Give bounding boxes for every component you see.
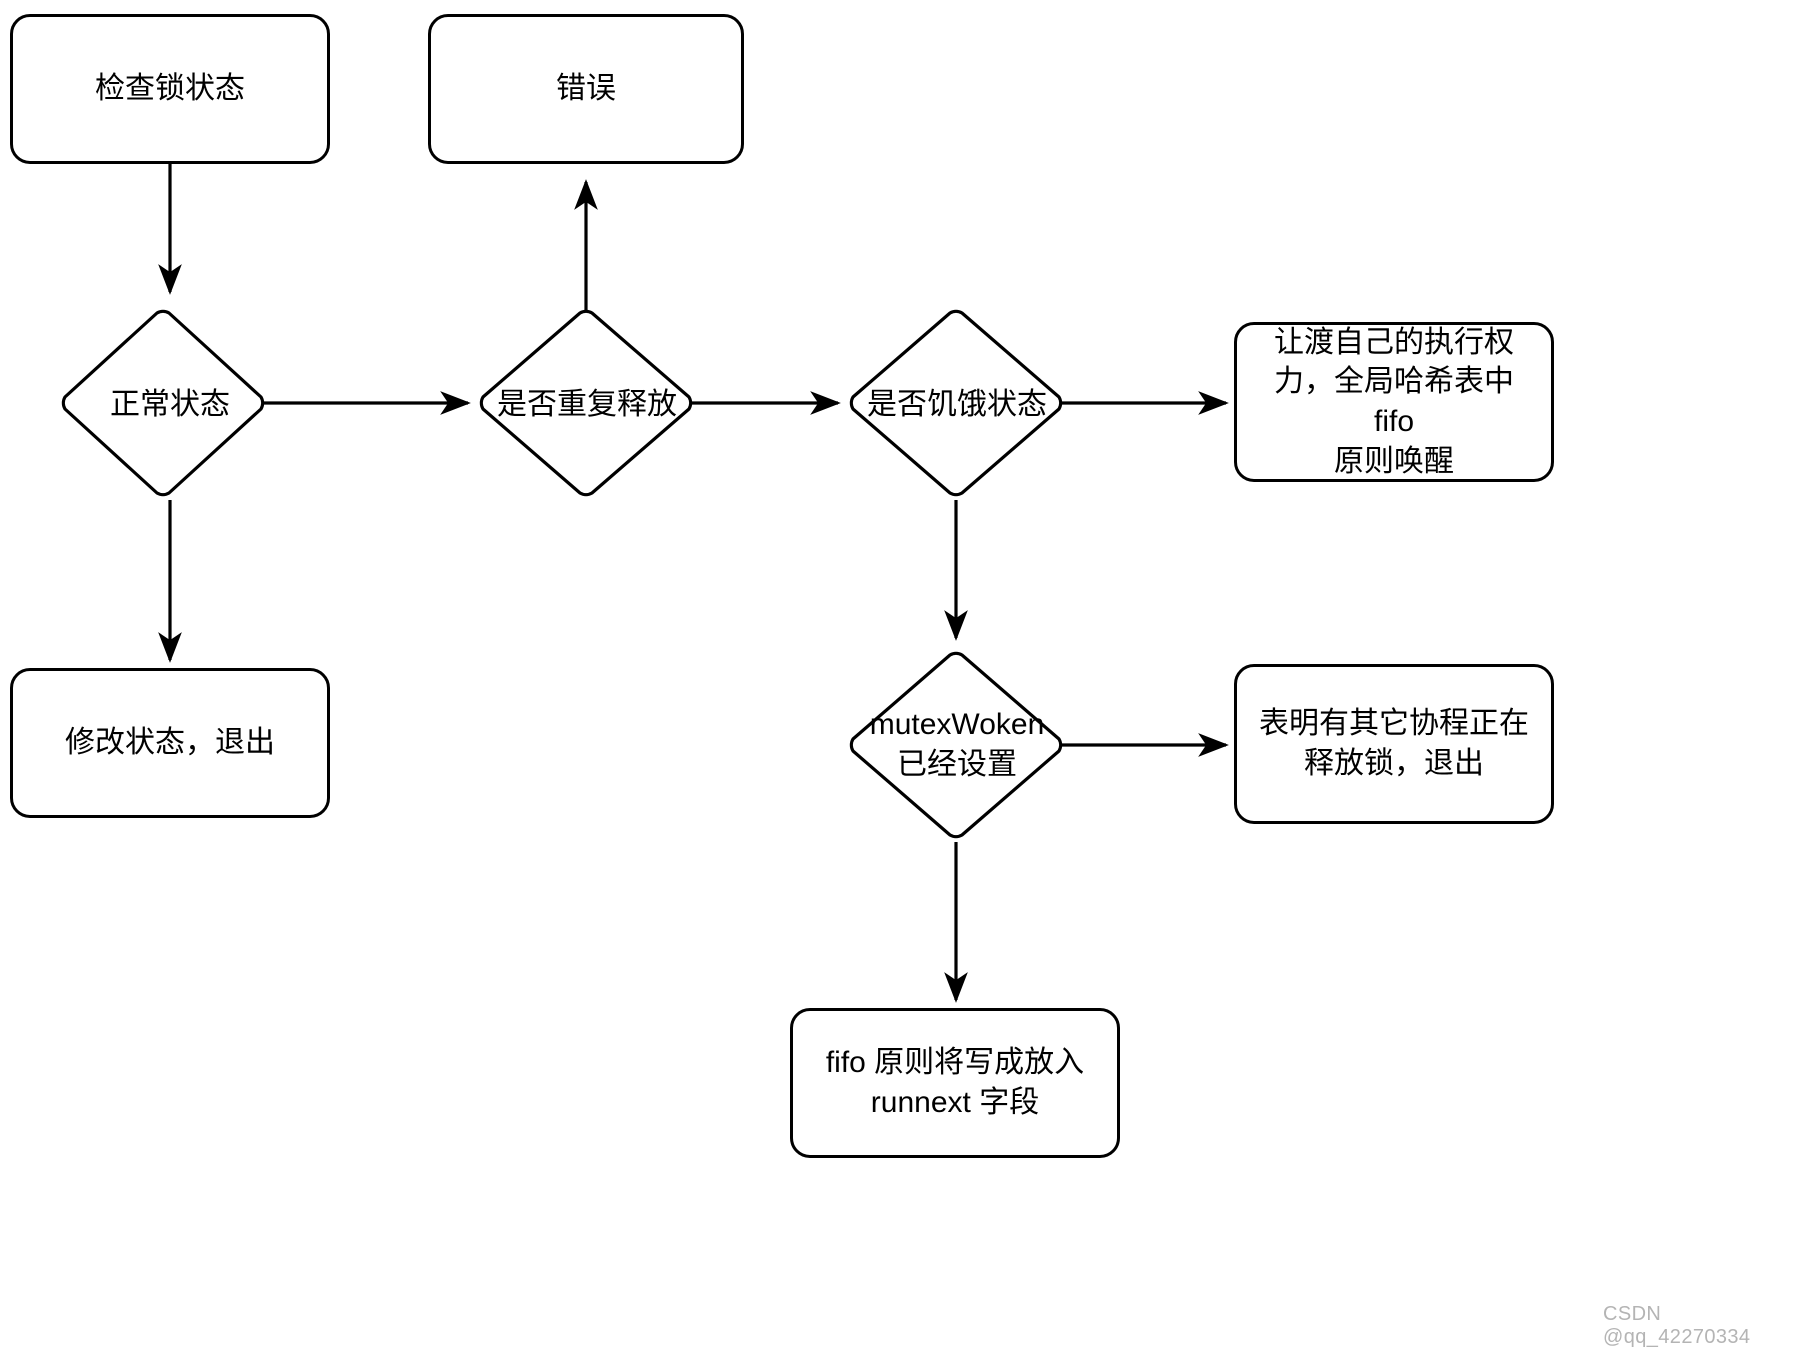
node-label: 是否重复释放 (497, 388, 677, 422)
edge-paths (158, 163, 1229, 1003)
node-label: 正常状态 (110, 388, 230, 422)
node-label-line2: 释放锁，退出 (1304, 747, 1484, 780)
node-label-line1: 表明有其它协程正在 (1259, 707, 1529, 741)
node-label-line2: runnext 字段 (870, 1086, 1040, 1119)
node-runnext[interactable]: fifo 原则将写成放入 runnext 字段 (790, 1008, 1120, 1158)
node-other-goroutine-exit[interactable]: 表明有其它协程正在 释放锁，退出 (1234, 664, 1554, 824)
node-check-lock[interactable]: 检查锁状态 (10, 14, 330, 164)
node-label-line1: 让渡自己的执行权 (1274, 325, 1514, 359)
node-error[interactable]: 错误 (428, 14, 744, 164)
node-label-line1: fifo 原则将写成放入 (825, 1046, 1085, 1080)
node-label: 是否饥饿状态 (867, 388, 1047, 422)
node-yield-fifo[interactable]: 让渡自己的执行权 力，全局哈希表中 fifo 原则唤醒 (1234, 322, 1554, 482)
node-repeat-release[interactable]: 是否重复释放 (456, 375, 718, 435)
node-label-line2: 已经设置 (897, 748, 1017, 781)
watermark: CSDN @qq_42270334 (1603, 1303, 1751, 1348)
node-starving-state[interactable]: 是否饥饿状态 (826, 375, 1088, 435)
node-label-line3: 原则唤醒 (1334, 444, 1454, 478)
node-label: 检查锁状态 (95, 72, 245, 106)
node-label: 修改状态，退出 (65, 726, 275, 760)
node-mutex-woken-set[interactable]: mutexWoken 已经设置 (826, 695, 1088, 795)
node-label: 错误 (556, 72, 616, 106)
node-modify-exit[interactable]: 修改状态，退出 (10, 668, 330, 818)
node-normal-state[interactable]: 正常状态 (40, 375, 300, 435)
node-label-line2: 力，全局哈希表中 fifo (1274, 365, 1514, 438)
node-label-line1: mutexWoken (869, 708, 1045, 742)
